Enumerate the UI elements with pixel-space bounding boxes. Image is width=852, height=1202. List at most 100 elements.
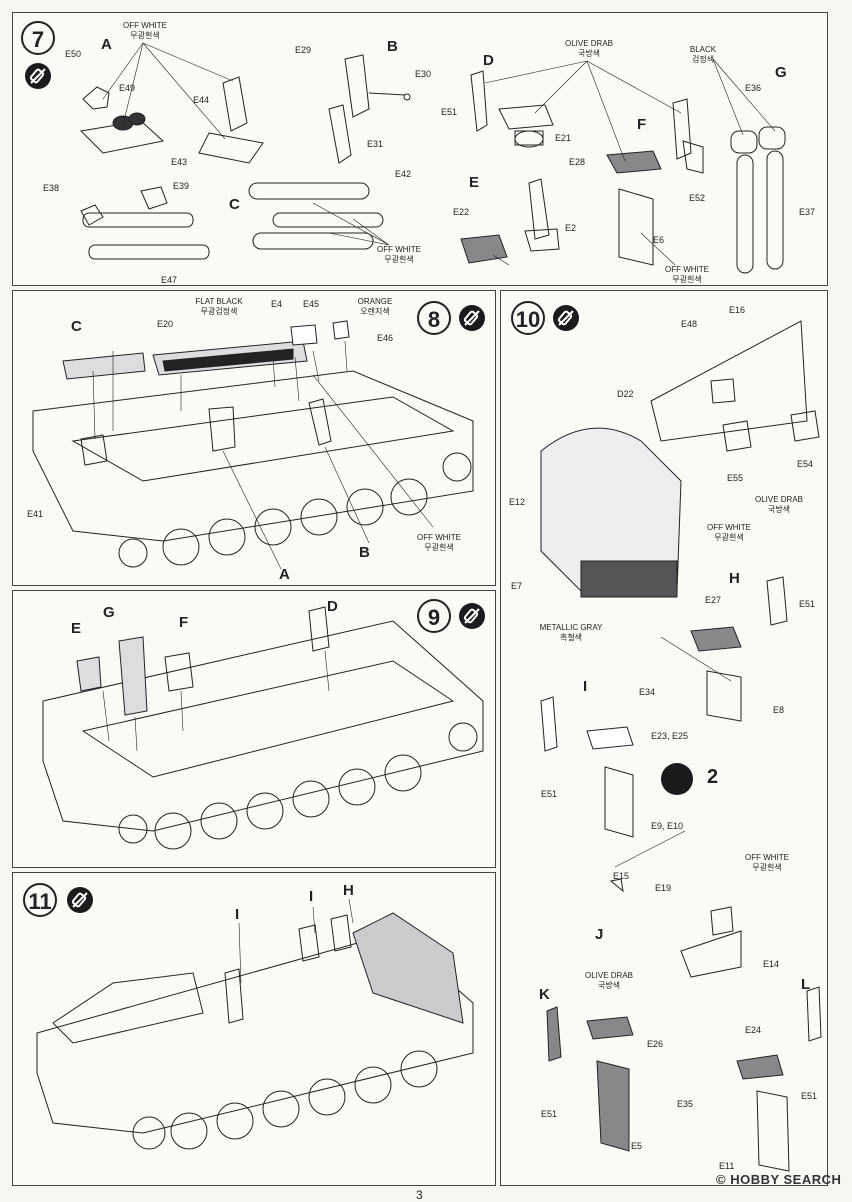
watermark: © HOBBY SEARCH: [716, 1172, 842, 1187]
step-7-number: 7: [21, 21, 55, 55]
part-E34: E34: [639, 687, 656, 697]
part-E12: E12: [509, 497, 526, 507]
part-E51: E51: [799, 599, 816, 609]
part-D22: D22: [617, 389, 634, 399]
label-F: F: [637, 116, 647, 133]
part-E8: E8: [773, 705, 785, 715]
label-C: C: [71, 318, 82, 335]
part-E27: E27: [705, 595, 722, 605]
part-E20: E20: [157, 319, 174, 329]
no-cement-icon: [67, 887, 93, 913]
part-E35: E35: [677, 1099, 694, 1109]
repeat-icon: [661, 763, 693, 795]
part-E2: E2: [565, 223, 577, 233]
label-B: B: [359, 544, 370, 561]
label-I: I: [235, 906, 240, 923]
label-A: A: [279, 566, 290, 583]
label-H: H: [729, 570, 740, 587]
part-E21: E21: [555, 133, 572, 143]
label-B: B: [387, 38, 398, 55]
part-E51: E51: [441, 107, 458, 117]
part-E26: E26: [647, 1039, 664, 1049]
step-8-number: 8: [417, 301, 451, 335]
part-E7: E7: [511, 581, 523, 591]
label-K: K: [539, 986, 550, 1003]
no-cement-icon: [459, 305, 485, 331]
label-G: G: [103, 604, 115, 621]
label-A: A: [101, 36, 112, 53]
part-E19: E19: [655, 883, 672, 893]
label-E: E: [469, 174, 480, 191]
part-E46: E46: [377, 333, 394, 343]
label-F: F: [179, 614, 189, 631]
step-11-drawing: [36, 898, 474, 1150]
part-E51: E51: [801, 1091, 818, 1101]
label-E: E: [71, 620, 82, 637]
no-cement-icon: [25, 63, 51, 89]
part-E24: E24: [745, 1025, 762, 1035]
label-I: I: [583, 678, 588, 695]
part-E49: E49: [119, 83, 136, 93]
part-E37: E37: [799, 207, 816, 217]
part-E50: E50: [65, 49, 82, 59]
label-J: J: [595, 926, 604, 943]
page-number: 3: [416, 1188, 423, 1202]
part-E54: E54: [797, 459, 814, 469]
part-E42: E42: [395, 169, 412, 179]
part-E45: E45: [303, 299, 320, 309]
part-E16: E16: [729, 305, 746, 315]
part-E43: E43: [171, 157, 188, 167]
part-E52: E52: [689, 193, 706, 203]
label-D: D: [327, 598, 338, 615]
part-E5: E5: [631, 1141, 643, 1151]
label-G: G: [775, 64, 787, 81]
step-11-panel: 11 I I H: [12, 872, 496, 1186]
part-E51: E51: [541, 789, 558, 799]
part-E30: E30: [415, 69, 432, 79]
label-L: L: [801, 976, 811, 993]
no-cement-icon: [459, 603, 485, 629]
repeat-count: 2: [707, 766, 719, 788]
part-E47: E47: [161, 275, 178, 285]
label-C: C: [229, 196, 240, 213]
step-8-drawing: [32, 320, 474, 570]
label-I: I: [309, 888, 314, 905]
part-E51: E51: [541, 1109, 558, 1119]
step-9-drawing: [42, 606, 484, 850]
part-E29: E29: [295, 45, 312, 55]
part-E31: E31: [367, 139, 384, 149]
part-E48: E48: [681, 319, 698, 329]
part-E55: E55: [727, 473, 744, 483]
step-10-drawing: [540, 320, 822, 1172]
part-E41: E41: [27, 509, 44, 519]
label-H: H: [343, 882, 354, 899]
step-7-drawing: [79, 42, 786, 274]
part-E36: E36: [745, 83, 762, 93]
part-E4: E4: [271, 299, 283, 309]
part-E28: E28: [569, 157, 586, 167]
part-E39: E39: [173, 181, 190, 191]
no-cement-icon: [553, 305, 579, 331]
part-E6: E6: [653, 235, 665, 245]
part-E9-E10: E9, E10: [651, 821, 684, 831]
step-9-panel: 9 E G F D: [12, 590, 496, 868]
part-E11: E11: [719, 1161, 735, 1171]
step-9-number: 9: [417, 599, 451, 633]
part-E44: E44: [193, 95, 210, 105]
step-10-number: 10: [511, 301, 545, 335]
